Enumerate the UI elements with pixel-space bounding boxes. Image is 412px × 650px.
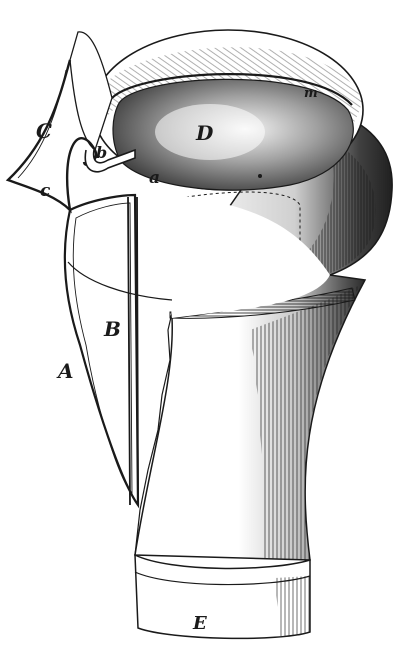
capsule-line bbox=[68, 262, 172, 300]
label-m: m bbox=[304, 86, 318, 101]
label-D: D bbox=[195, 121, 214, 145]
ligament-b bbox=[85, 150, 135, 172]
label-b: b bbox=[96, 143, 107, 162]
label-c: c bbox=[40, 181, 51, 201]
ligament-A bbox=[65, 195, 138, 505]
label-C: C bbox=[36, 119, 52, 143]
label-B: B bbox=[103, 317, 121, 341]
base-cylinder-shade bbox=[275, 576, 310, 636]
label-a: a bbox=[149, 168, 160, 188]
label-E: E bbox=[192, 613, 207, 634]
cup-point bbox=[258, 174, 262, 178]
label-A: A bbox=[56, 359, 74, 383]
shaft-hatching bbox=[250, 285, 360, 560]
